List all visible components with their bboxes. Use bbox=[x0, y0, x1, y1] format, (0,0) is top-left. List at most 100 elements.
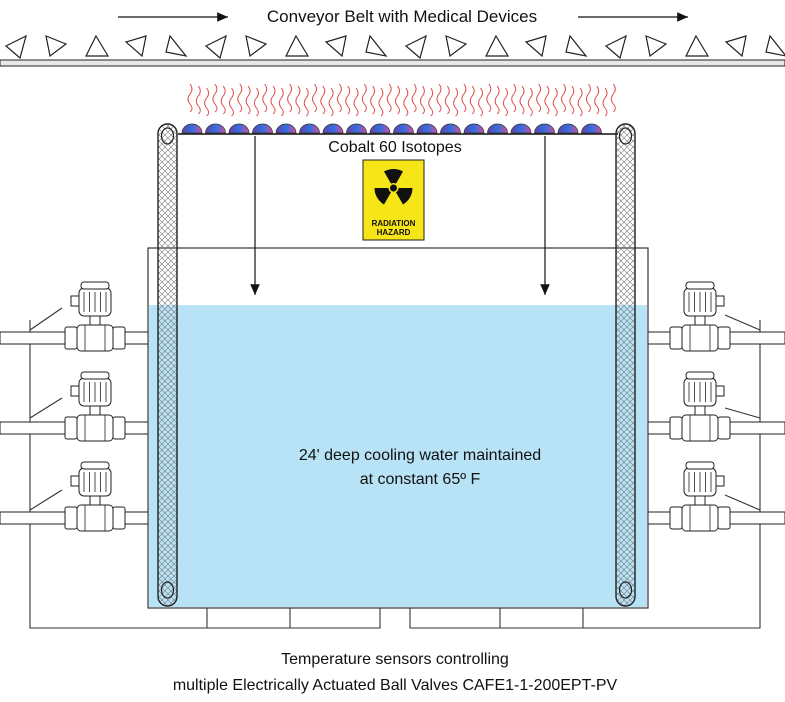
pulley-wheel-bottom bbox=[618, 581, 633, 599]
heat-wave bbox=[229, 87, 234, 117]
heat-wave bbox=[602, 87, 608, 117]
pulley-chain-right bbox=[615, 123, 636, 607]
heat-wave bbox=[610, 83, 616, 113]
heat-wave bbox=[262, 83, 268, 113]
isotope-pellet bbox=[252, 123, 273, 134]
heat-wave bbox=[378, 87, 384, 117]
isotope-pellet bbox=[534, 123, 555, 134]
isotope-pellet bbox=[393, 123, 414, 134]
isotope-pellet bbox=[440, 123, 461, 134]
isotope-pellet bbox=[322, 123, 344, 134]
isotope-pellet bbox=[557, 123, 579, 134]
heat-wave bbox=[245, 85, 251, 115]
heat-wave bbox=[411, 83, 417, 113]
heat-wave bbox=[519, 85, 525, 115]
isotope-pellet bbox=[510, 123, 532, 134]
heat-wave bbox=[187, 83, 193, 113]
medical-device bbox=[604, 34, 627, 60]
isotope-pellet bbox=[581, 123, 602, 134]
heat-wave bbox=[370, 85, 376, 115]
medical-device bbox=[524, 35, 547, 58]
isotope-rack: Cobalt 60 Isotopes bbox=[178, 123, 618, 156]
heat-wave bbox=[270, 85, 276, 115]
medical-device bbox=[404, 34, 427, 60]
heat-wave bbox=[453, 87, 459, 117]
conveyor-label: Conveyor Belt with Medical Devices bbox=[267, 7, 537, 26]
right-ball-valve bbox=[647, 281, 785, 352]
heat-wave bbox=[195, 85, 201, 115]
medical-device bbox=[165, 34, 188, 57]
medical-device bbox=[85, 34, 110, 57]
medical-device bbox=[645, 35, 668, 58]
heat-wave bbox=[552, 87, 558, 117]
pool-water bbox=[149, 305, 647, 607]
isotope-pellet bbox=[205, 123, 226, 134]
medical-device bbox=[485, 34, 510, 57]
heat-waves bbox=[187, 83, 616, 117]
medical-device bbox=[765, 34, 785, 57]
heat-wave bbox=[361, 83, 367, 113]
pulley-wheel-top bbox=[160, 127, 175, 145]
radiation-hazard-sign: RADIATION HAZARD bbox=[362, 159, 425, 241]
cooling-pool: 24' deep cooling water maintained at con… bbox=[147, 247, 649, 609]
hazard-line2: HAZARD bbox=[377, 228, 411, 237]
isotope-pellet bbox=[299, 123, 320, 134]
heat-wave bbox=[436, 83, 442, 113]
heat-wave bbox=[527, 87, 533, 117]
heat-wave bbox=[585, 83, 591, 113]
heat-wave bbox=[478, 87, 483, 117]
heat-wave bbox=[569, 85, 575, 115]
heat-wave bbox=[419, 85, 425, 115]
heat-wave bbox=[561, 83, 566, 113]
medical-devices bbox=[4, 34, 785, 60]
isotope-label: Cobalt 60 Isotopes bbox=[328, 139, 461, 156]
medical-device bbox=[445, 35, 468, 58]
heat-wave bbox=[486, 83, 492, 113]
heat-wave bbox=[428, 87, 434, 117]
medical-device bbox=[724, 35, 747, 58]
left-ball-valve bbox=[0, 461, 149, 532]
heat-wave bbox=[237, 83, 243, 113]
heat-wave bbox=[386, 83, 392, 113]
heat-wave bbox=[336, 83, 342, 113]
medical-device bbox=[685, 34, 710, 57]
isotope-pellet bbox=[416, 123, 438, 134]
medical-device bbox=[285, 34, 310, 57]
sensor-wiring bbox=[29, 307, 761, 629]
heat-wave bbox=[536, 83, 542, 113]
heat-wave bbox=[278, 87, 284, 117]
medical-device bbox=[245, 35, 268, 58]
isotope-pellet bbox=[369, 123, 391, 134]
isotope-pellet bbox=[463, 123, 485, 134]
heat-wave bbox=[494, 85, 500, 115]
heat-wave bbox=[444, 85, 450, 115]
pulley-wheel-top bbox=[618, 127, 633, 145]
heat-wave bbox=[220, 85, 226, 115]
heat-wave bbox=[577, 87, 583, 117]
caption-line2: multiple Electrically Actuated Ball Valv… bbox=[173, 677, 618, 694]
conveyor-belt: Conveyor Belt with Medical Devices bbox=[0, 7, 785, 67]
heat-wave bbox=[253, 87, 259, 117]
heat-wave bbox=[328, 87, 334, 117]
right-ball-valve bbox=[647, 371, 785, 442]
heat-wave bbox=[287, 83, 293, 113]
heat-wave bbox=[461, 83, 467, 113]
heat-wave bbox=[395, 85, 400, 115]
medical-device bbox=[324, 35, 347, 58]
isotope-pellet bbox=[228, 123, 250, 134]
hazard-line1: RADIATION bbox=[372, 219, 416, 228]
medical-device bbox=[365, 34, 388, 57]
heat-wave bbox=[312, 83, 317, 113]
heat-wave bbox=[320, 85, 326, 115]
isotope-pellet bbox=[275, 123, 297, 134]
heat-wave bbox=[469, 85, 475, 115]
heat-wave bbox=[403, 87, 409, 117]
medical-device bbox=[204, 34, 227, 60]
pool-label-line2: at constant 65º F bbox=[360, 471, 481, 488]
heat-wave bbox=[303, 87, 309, 117]
heat-wave bbox=[295, 85, 301, 115]
ball-valves bbox=[0, 281, 785, 532]
medical-device bbox=[45, 35, 68, 58]
heat-wave bbox=[544, 85, 550, 115]
